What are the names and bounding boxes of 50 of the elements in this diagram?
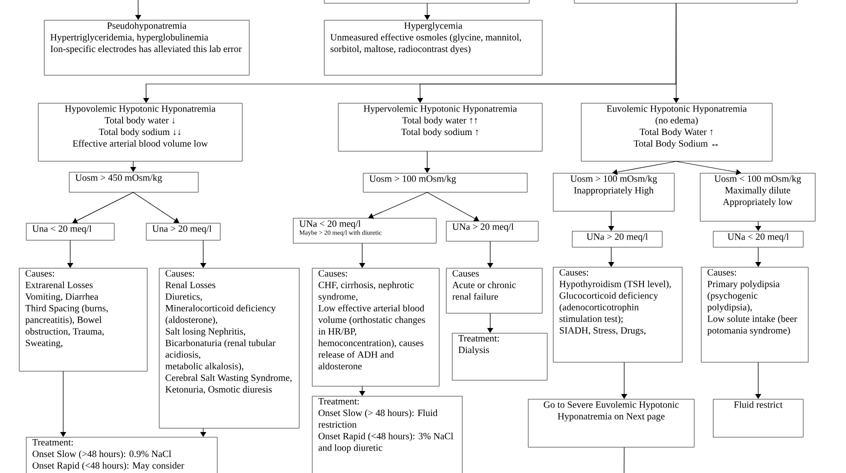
arrow: [487, 313, 494, 333]
arrow: [359, 243, 366, 268]
flowchart-box: Fluid restrict: [713, 398, 804, 438]
arrow: [755, 247, 762, 267]
arrow: [135, 0, 142, 20]
flowchart-box: Hypovolemic Hypotonic Hyponatremia Total body water ↓ Total body sodium ↓↓ Effective arterial blood volume low: [38, 103, 242, 162]
flowchart-box: UNa > 20 meq/l: [446, 221, 538, 242]
flowchart-box: Causes: Primary polydipsia (psychogenic polydipsia), Low solute intake (beer potomania syndrome): [701, 266, 808, 362]
flowchart-box: Causes: Hypothyroidism (TSH level), Glucocorticoid deficiency (adenocorticotrophin stimulation test); SIADH, Stress, Drugs,: [553, 266, 682, 362]
flowchart-box: Treatment: Onset Slow (>48 hours): 0.9% NaCl Onset Rapid (<48 hours): May consider: [26, 436, 218, 473]
arrow: [424, 151, 430, 173]
flowchart-box: Causes: CHF, cirrhosis, nephrotic syndrome, Low effective arterial blood volume (orthostatic changes in HR/BP, hemoconcentration), causes release of ADH and aldosterone: [312, 268, 440, 386]
flowchart-box: Causes: Renal Losses Diuretics, Mineralocorticoid deficiency (aldosterone), Salt losing Nephritis, Bicarbonaturia (renal tubular acidiosis, metabolic alkalosis), Cerebral Salt Wasting Syndrome, Ketonuria, Osmotic diuresis: [159, 268, 300, 428]
arrow: [200, 428, 206, 437]
arrow: [368, 192, 428, 219]
flowchart-box: Uosm > 100 mOsm/kg: [363, 173, 528, 192]
flowchart-box: UNa < 20 meq/l: [713, 231, 804, 248]
flowchart-box: Uosm > 100 mOsm/kg Inappropriately High: [553, 173, 674, 212]
flowchart-box: Una > 20 meq/l: [146, 222, 220, 240]
flowchart-box: Hypervolemic Hypotonic Hyponatremia Total body water ↑↑ Total body sodium ↑: [338, 103, 542, 152]
flowchart-box: Hyperglycemia Unmeasured effective osmoles (glycine, mannitol, sorbitol, maltose, radiocontrast dyes): [324, 20, 542, 76]
arrow: [755, 362, 762, 399]
arrow: [67, 240, 74, 268]
arrow: [621, 362, 628, 399]
flowchart-box: UNa > 20 meq/l: [572, 231, 662, 248]
flowchart-box: Uosm > 450 mOsm/kg: [69, 172, 198, 192]
arrow: [359, 386, 366, 396]
flowchart-box: Pseudohyponatremia Hypertriglyceridemia, hyperglobulinemia Ion-specific electrodes has alleviated this lab error: [44, 20, 250, 76]
flowchart-box: Causes: Extrarenal Losses Vomiting, Diarrhea Third Spacing (burns, pancreatitis), Bowel obstruction, Trauma, Sweating,: [19, 268, 148, 372]
flowchart-box: Causes Acute or chronic renal failure: [446, 268, 542, 314]
arrow: [424, 3, 430, 20]
flowchart-box: Uosm < 100 mOsm/kg Maximally dilute Appropriately low: [700, 173, 816, 222]
arrow: [755, 221, 762, 231]
arrow: [130, 161, 136, 172]
arrow: [132, 192, 180, 223]
flowchart-box: Treatment: Dialysis: [452, 332, 548, 380]
arrow: [608, 247, 614, 267]
arrow: [200, 240, 206, 268]
flowchart-box: Euvolemic Hypotonic Hyponatremia (no edema) Total Body Water ↑ Total Body Sodium ↔: [581, 103, 772, 162]
flowchart-box: Treatment: Onset Slow (> 48 hours): Fluid restriction Onset Rapid (<48 hours): 3% NaCl and loop diuretic: [312, 396, 462, 473]
flowchart-box: [324, 0, 530, 4]
arrow: [673, 3, 680, 103]
flowchart-box: Una < 20 meq/l: [26, 222, 114, 240]
arrow: [72, 192, 134, 224]
arrow: [612, 161, 676, 176]
flowchart-box: [574, 0, 798, 4]
arrow: [60, 371, 66, 437]
arrow: [608, 211, 614, 231]
flowchart-box: Go to Severe Euvolemic Hypotonic Hyponatremia on Next page: [528, 398, 694, 448]
arrow: [487, 241, 494, 268]
